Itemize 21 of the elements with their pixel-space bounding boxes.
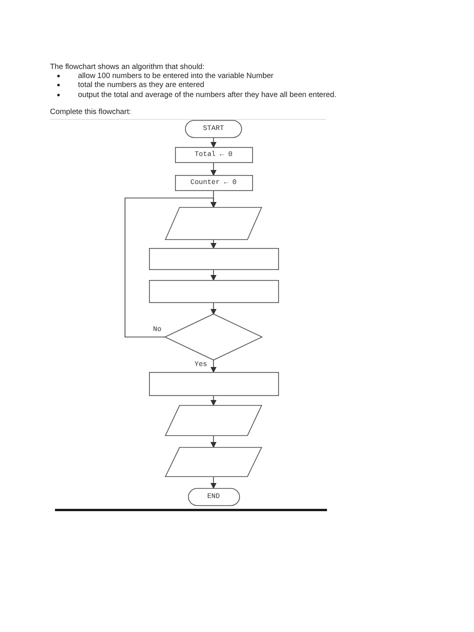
arrow bbox=[210, 240, 216, 249]
process-box bbox=[148, 372, 278, 396]
decision-diamond bbox=[165, 314, 262, 360]
input-output-parallelogram bbox=[165, 207, 262, 240]
arrow bbox=[210, 138, 216, 148]
arrow bbox=[210, 476, 216, 489]
process-box bbox=[148, 248, 278, 270]
input-output-parallelogram bbox=[165, 405, 262, 436]
arrow bbox=[210, 302, 216, 315]
arrow bbox=[124, 198, 216, 338]
arrow bbox=[210, 396, 216, 406]
process-box bbox=[174, 175, 252, 191]
arrow bbox=[210, 360, 216, 373]
process-box bbox=[148, 280, 278, 303]
terminal-shape bbox=[185, 120, 242, 138]
arrow bbox=[210, 162, 216, 176]
arrow bbox=[210, 436, 216, 448]
process-box bbox=[174, 147, 252, 163]
arrow bbox=[210, 270, 216, 281]
input-output-parallelogram bbox=[165, 447, 262, 477]
terminal-shape bbox=[188, 488, 240, 506]
